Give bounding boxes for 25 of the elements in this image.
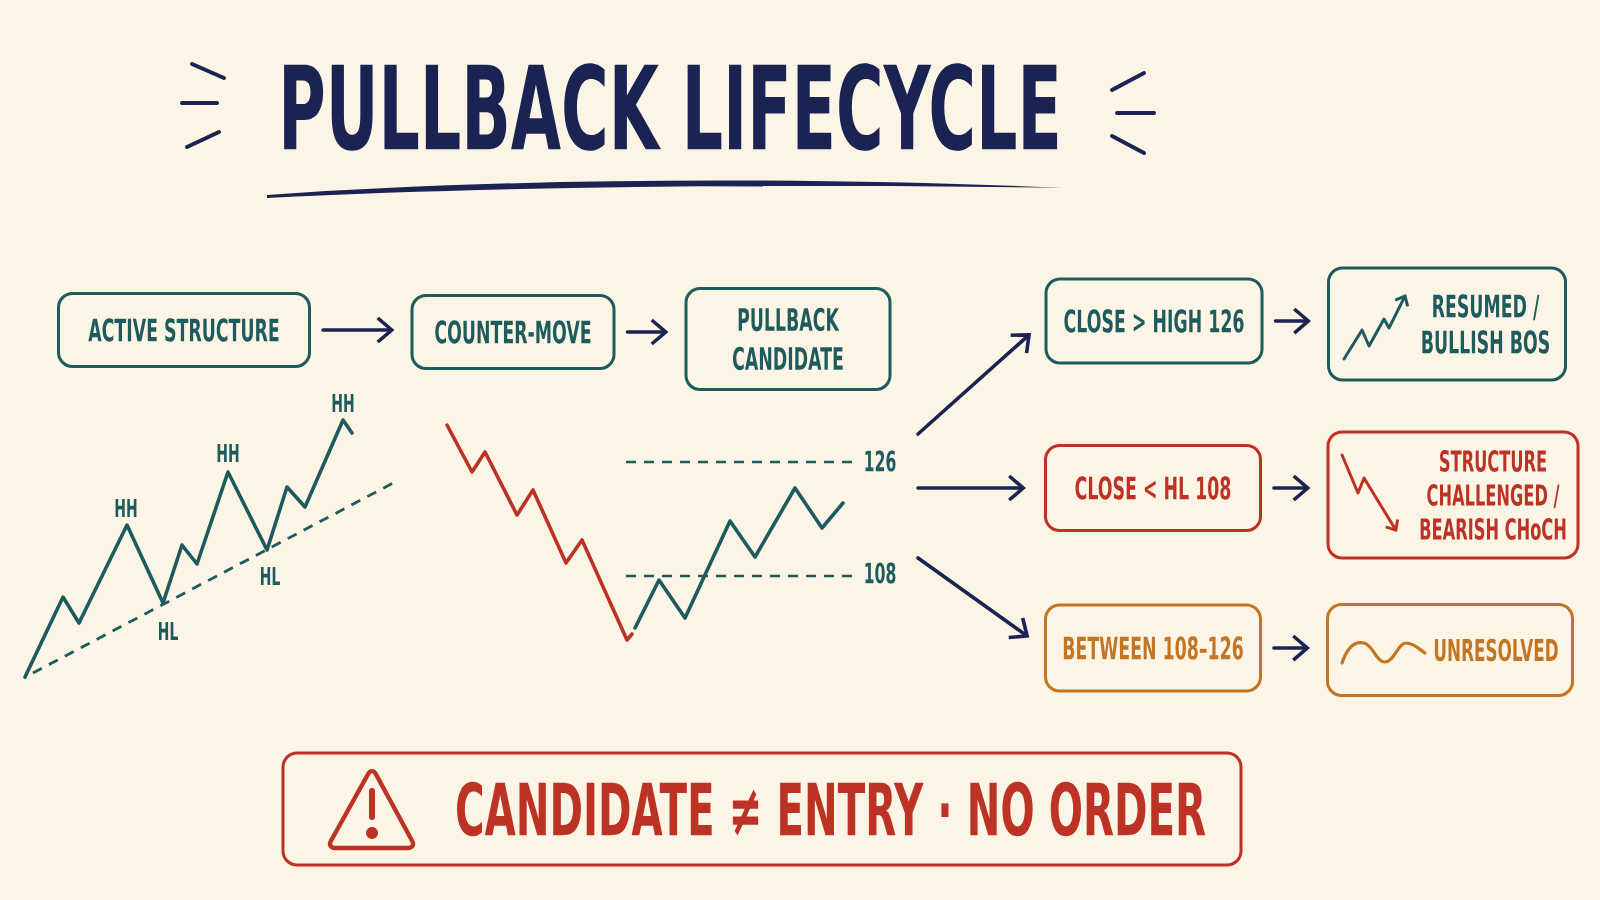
arrow (321, 316, 395, 344)
stage-box: PULLBACK CANDIDATE (684, 287, 892, 391)
stage-box: ACTIVE STRUCTURE (57, 292, 311, 368)
outcome-box: RESUMED / BULLISH BOS (1327, 266, 1567, 382)
condition-box: BETWEEN 108–126 (1044, 603, 1262, 693)
title: PULLBACK LIFECYCLE (267, 63, 1063, 198)
condition-box: CLOSE < HL 108 (1044, 444, 1262, 532)
swing-label: HH (332, 393, 354, 413)
swing-label: HL (158, 621, 178, 641)
arrow (625, 318, 669, 346)
arrow (1273, 307, 1311, 335)
swing-label: HL (260, 566, 280, 586)
arrow (916, 556, 1030, 640)
outcome-box: STRUCTURE CHALLENGED / BEARISH CHoCH (1326, 430, 1580, 560)
arrow (916, 333, 1032, 436)
arrow (916, 474, 1026, 502)
condition-box: CLOSE > HIGH 126 (1044, 277, 1264, 365)
swing-label: HH (217, 443, 239, 463)
level-label: 108 (865, 562, 896, 584)
level-label: 126 (865, 450, 896, 472)
stage-box: COUNTER-MOVE (410, 294, 616, 370)
arrow (1272, 634, 1310, 662)
swing-label: HH (115, 498, 137, 518)
outcome-box: UNRESOLVED (1326, 603, 1574, 697)
warning-banner: CANDIDATE ≠ ENTRY · NO ORDER (281, 751, 1243, 867)
